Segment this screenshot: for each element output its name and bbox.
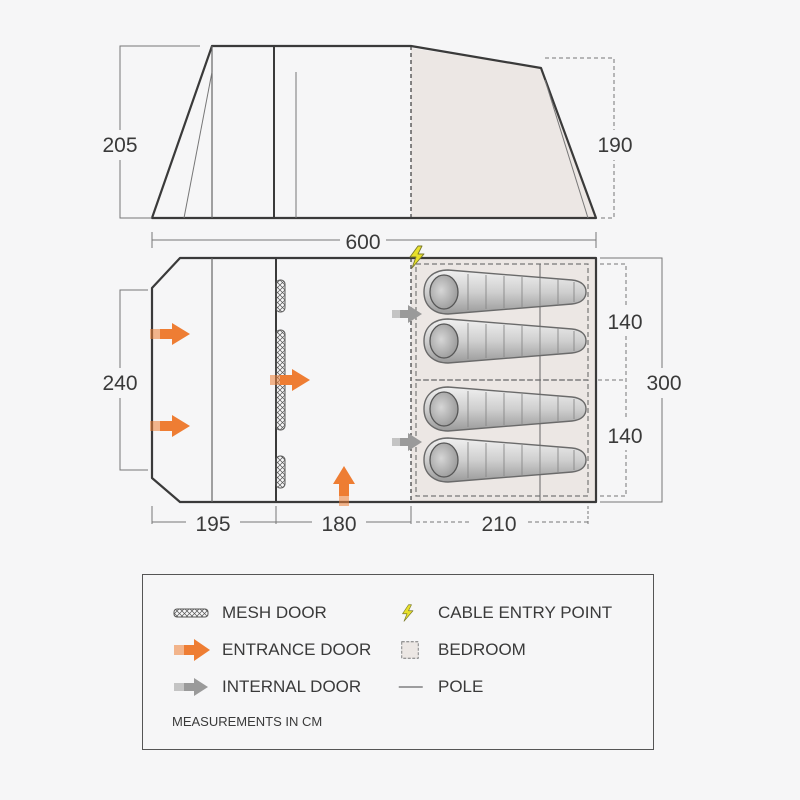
internal-door-arrow-icon xyxy=(174,678,208,696)
legend-mesh-door: MESH DOOR xyxy=(172,601,327,625)
legend-label: POLE xyxy=(438,677,484,696)
pole-icon xyxy=(398,686,423,688)
side-view: 205 190 600 xyxy=(96,44,636,254)
legend-entrance-door: ENTRANCE DOOR xyxy=(172,638,371,662)
legend-label: INTERNAL DOOR xyxy=(222,677,362,696)
sleeping-bag-icon xyxy=(423,386,587,432)
legend-cable-entry: CABLE ENTRY POINT xyxy=(398,601,612,625)
mesh-door-icon xyxy=(275,455,286,489)
floor-plan: 240 300 140 140 195 180 210 xyxy=(96,245,686,538)
entrance-arrow-icon xyxy=(174,639,210,661)
legend-label: ENTRANCE DOOR xyxy=(222,640,372,659)
mesh-door-icon xyxy=(275,279,286,313)
measurement-note: MEASUREMENTS IN CM xyxy=(172,714,323,729)
side-view-bedroom-shade xyxy=(411,48,596,218)
section-2-label: 180 xyxy=(321,513,356,536)
side-view-pole xyxy=(544,79,589,219)
legend-label: BEDROOM xyxy=(438,640,526,659)
legend-bedroom: BEDROOM xyxy=(398,638,526,662)
dim-line-bedroom xyxy=(600,263,627,497)
side-view-outline xyxy=(150,44,598,220)
entrance-arrow-icon xyxy=(333,466,355,506)
section-1-label: 195 xyxy=(195,513,230,536)
bedroom-depth-1-label: 140 xyxy=(607,311,642,334)
sleeping-bag-icon xyxy=(423,437,587,483)
entrance-arrow-icon xyxy=(150,323,190,345)
floor-plan-outline xyxy=(150,256,598,504)
internal-door-arrow-icon xyxy=(392,305,422,323)
length-label: 600 xyxy=(345,231,380,254)
cable-entry-icon xyxy=(409,245,425,269)
sleeping-bag-icon xyxy=(423,269,587,315)
side-view-pole xyxy=(183,71,213,219)
bedroom-icon xyxy=(401,641,419,659)
height-front-label: 205 xyxy=(102,134,137,157)
bedroom-depth-2-label: 140 xyxy=(607,425,642,448)
legend xyxy=(142,574,654,750)
legend-internal-door: INTERNAL DOOR xyxy=(172,675,361,699)
section-3-label: 210 xyxy=(481,513,516,536)
width-front-label: 240 xyxy=(102,372,137,395)
cable-entry-icon xyxy=(402,604,414,622)
legend-pole: POLE xyxy=(398,675,483,699)
internal-door-arrow-icon xyxy=(392,433,422,451)
entrance-arrow-icon xyxy=(150,415,190,437)
entrance-arrow-icon xyxy=(270,369,310,391)
legend-label: MESH DOOR xyxy=(222,603,327,622)
legend-label: CABLE ENTRY POINT xyxy=(438,603,613,622)
width-total-label: 300 xyxy=(646,372,681,395)
mesh-door-icon xyxy=(173,608,209,618)
sleeping-bag-icon xyxy=(423,318,587,364)
height-rear-label: 190 xyxy=(597,134,632,157)
